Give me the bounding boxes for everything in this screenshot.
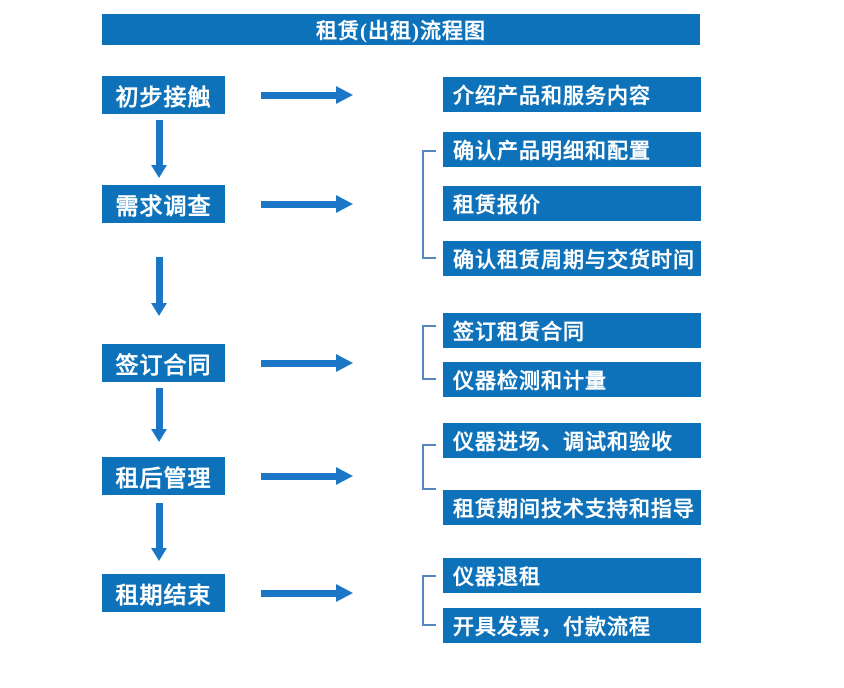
right-arrow-icon [261,86,353,104]
down-arrow-icon [151,257,168,316]
output-box-instrument-return: 仪器退租 [443,558,701,593]
output-box-tech-support: 租赁期间技术支持和指导 [443,490,701,525]
output-box-rental-quote: 租赁报价 [443,186,701,221]
group-bracket-demand-survey [422,150,436,259]
stage-box-demand-survey: 需求调查 [102,185,225,223]
right-arrow-icon [261,467,353,485]
output-box-invoice-payment: 开具发票，付款流程 [443,608,701,643]
stage-box-rental-end: 租期结束 [102,574,225,612]
right-arrow-icon [261,584,353,602]
output-box-introduce-products: 介绍产品和服务内容 [443,77,701,112]
output-box-confirm-details: 确认产品明细和配置 [443,132,701,167]
down-arrow-icon [151,120,168,178]
output-box-confirm-period: 确认租赁周期与交货时间 [443,241,701,276]
right-arrow-icon [261,354,353,372]
stage-box-initial-contact: 初步接触 [102,76,225,114]
stage-box-sign-contract: 签订合同 [102,344,225,382]
flowchart-title: 租赁(出租)流程图 [102,14,700,45]
right-arrow-icon [261,195,353,213]
down-arrow-icon [151,503,168,561]
group-bracket-sign-contract [422,325,436,380]
group-bracket-post-rental [422,444,436,490]
down-arrow-icon [151,388,168,442]
stage-box-post-rental-mgmt: 租后管理 [102,457,225,495]
group-bracket-rental-end [422,575,436,626]
output-box-instrument-testing: 仪器检测和计量 [443,362,701,397]
output-box-instrument-setup: 仪器进场、调试和验收 [443,423,701,458]
output-box-sign-rental-contract: 签订租赁合同 [443,313,701,348]
